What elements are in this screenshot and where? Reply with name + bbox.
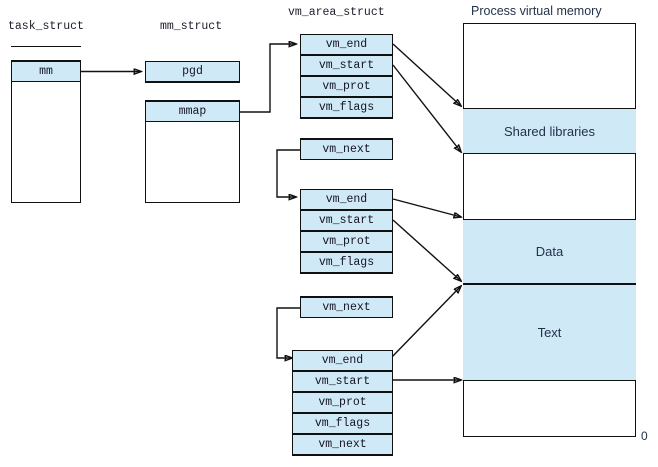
wire-vma1-end-to-sharedlib-top xyxy=(392,43,461,106)
wire-vma2-end-to-data-top xyxy=(392,198,461,217)
vma-data-field-vm-flags[interactable]: vm_flags xyxy=(300,252,393,273)
task-struct-title: task_struct xyxy=(8,20,84,33)
vma-data-field-blank xyxy=(300,273,393,297)
memory-segment-data: Data xyxy=(463,219,636,284)
mm-struct-field-blank xyxy=(145,82,240,101)
memory-segment-text: Text xyxy=(463,284,636,381)
vma-shared-libraries-field-blank xyxy=(300,118,393,139)
wire-vma1-start-to-sharedlib-bottom xyxy=(392,64,461,152)
vma-data-field-vm-end[interactable]: vm_end xyxy=(300,189,393,210)
vma-text-field-vm-end[interactable]: vm_end xyxy=(292,350,393,371)
vma-shared-libraries-field-vm-start[interactable]: vm_start xyxy=(300,55,393,76)
vma-text-field-vm-next[interactable]: vm_next xyxy=(292,434,393,455)
vma-data-field-vm-next[interactable]: vm_next xyxy=(300,297,393,318)
process-memory-title: Process virtual memory xyxy=(471,4,602,18)
vma-shared-libraries-field-vm-flags[interactable]: vm_flags xyxy=(300,97,393,118)
task-struct-field-0 xyxy=(11,46,81,61)
vma-shared-libraries-field-vm-prot[interactable]: vm_prot xyxy=(300,76,393,97)
vma-text-field-vm-start[interactable]: vm_start xyxy=(292,371,393,392)
vma-text-field-vm-prot[interactable]: vm_prot xyxy=(292,392,393,413)
mm-struct-field-pgd[interactable]: pgd xyxy=(145,61,240,82)
vma-data-field-vm-prot[interactable]: vm_prot xyxy=(300,231,393,252)
wire-vma2-start-to-data-bottom xyxy=(392,219,461,281)
mm-struct-field-mmap[interactable]: mmap xyxy=(145,101,240,122)
vma-text-field-vm-flags[interactable]: vm_flags xyxy=(292,413,393,434)
task-struct-field-mm[interactable]: mm xyxy=(11,61,81,82)
wire-vma2next-to-vma3 xyxy=(276,307,300,358)
vma-shared-libraries-field-vm-next[interactable]: vm_next xyxy=(300,139,393,160)
wire-vma1next-to-vma2 xyxy=(276,149,300,197)
vma-data-field-vm-start[interactable]: vm_start xyxy=(300,210,393,231)
vm-area-struct-title: vm_area_struct xyxy=(288,6,385,19)
wire-vma3-end-to-text-top xyxy=(388,286,461,361)
mm-struct-title: mm_struct xyxy=(160,20,223,33)
wire-mmap-to-vma1 xyxy=(240,44,296,113)
vma-shared-libraries-field-vm-end[interactable]: vm_end xyxy=(300,34,393,55)
memory-segment-shared-libraries: Shared libraries xyxy=(463,108,636,154)
zero-address-label: 0 xyxy=(641,429,648,443)
